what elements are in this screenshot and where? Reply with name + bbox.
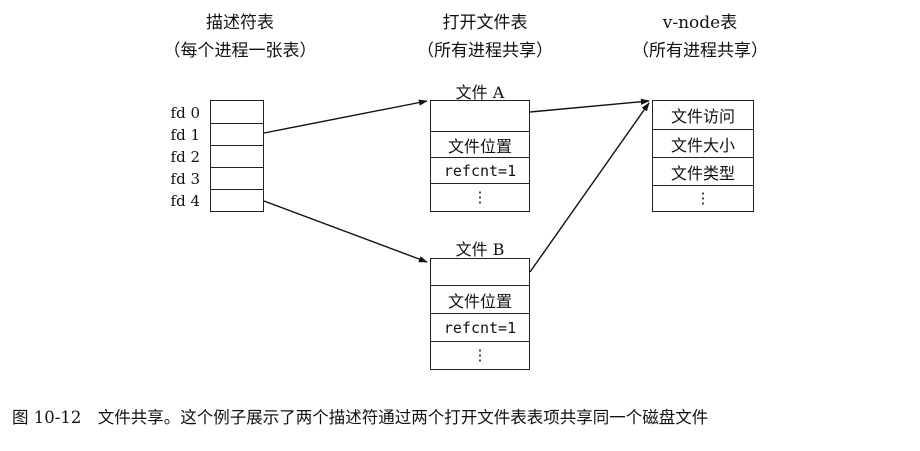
fd-label-0: fd 0 [170,104,200,122]
fd-slot-1 [210,124,264,146]
fd-slot-0 [210,100,264,124]
fd-label-2: fd 2 [170,148,200,166]
fd-label-3: fd 3 [170,170,200,188]
file-a-position-label: 文件位置 [447,136,512,156]
figure-caption: 图 10-12 文件共享。这个例子展示了两个描述符通过两个打开文件表表项共享同一… [12,408,709,427]
file-b-title: 文件 B [455,240,505,259]
file-a-more: ⋮ [430,184,530,212]
fd-label-4: fd 4 [170,192,200,210]
vnode-size-label: 文件大小 [670,135,735,155]
open-file-table-subtitle: （所有进程共享） [417,41,553,61]
file-b-position-label: 文件位置 [447,291,512,311]
open-file-table-title: 打开文件表 [442,13,528,33]
fd-label-1: fd 1 [170,126,200,144]
vnode-table-title: v-node表 [662,13,738,33]
vnode-more: ⋮ [652,186,754,212]
file-b-status-flags [430,258,530,286]
file-a-refcnt: refcnt=1 [430,158,530,184]
fd-slot-2 [210,146,264,168]
vnode-table-subtitle: （所有进程共享） [632,41,768,61]
fd-slot-3 [210,168,264,190]
arrow-fd4-to-file-b [263,200,428,263]
file-b-more: ⋮ [430,342,530,370]
arrow-file-b-to-vnode [529,102,650,273]
vnode-access: 文件访问 [652,100,754,130]
file-a-refcnt-label: refcnt=1 [443,161,517,180]
vnode-type: 文件类型 [652,158,754,186]
vnode-type-label: 文件类型 [670,163,735,183]
file-b-refcnt-label: refcnt=1 [443,318,517,337]
file-a-position: 文件位置 [430,132,530,158]
file-b-ellipsis: ⋮ [472,346,488,364]
file-b-position: 文件位置 [430,286,530,314]
vnode-size: 文件大小 [652,130,754,158]
file-a-ellipsis: ⋮ [472,188,488,206]
file-a-title: 文件 A [455,83,505,102]
vnode-ellipsis: ⋮ [695,189,711,207]
fd-slot-4 [210,190,264,212]
file-a-status-flags [430,100,530,132]
file-b-refcnt: refcnt=1 [430,314,530,342]
descriptor-table-title: 描述符表 [206,13,274,33]
vnode-access-label: 文件访问 [670,107,735,126]
arrow-file-a-to-vnode [529,98,650,113]
descriptor-table-subtitle: （每个进程一张表） [163,41,317,61]
arrow-fd1-to-file-a [263,99,428,134]
